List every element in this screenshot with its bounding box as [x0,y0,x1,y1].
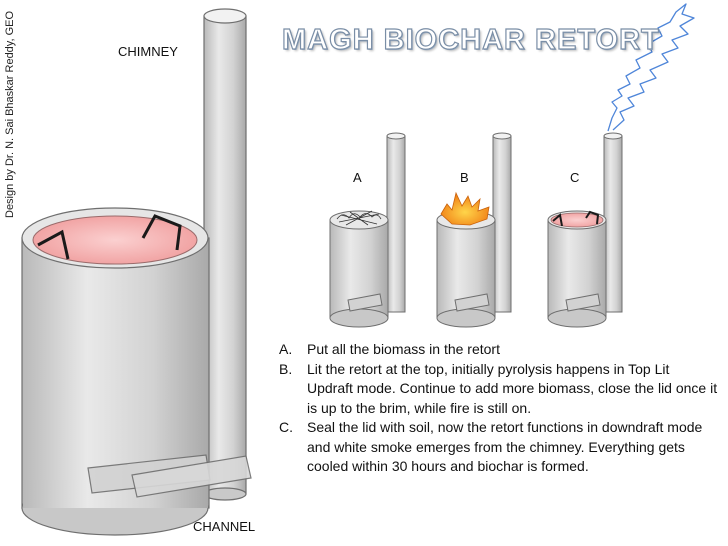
step-marker: C. [279,419,293,435]
stage-b-letter: B [460,170,469,185]
stage-a-retort [329,132,406,328]
lid-handle-left [37,229,70,260]
chimney-label: CHIMNEY [118,44,178,59]
step-item-c: C. Seal the lid with soil, now the retor… [279,418,719,477]
instruction-list: A. Put all the biomass in the retort B. … [279,340,719,477]
step-text: Seal the lid with soil, now the retort f… [307,419,703,474]
page-title: MAGH BIOCHAR RETORT [281,23,660,56]
stage-c-letter: C [570,170,580,185]
step-text: Put all the biomass in the retort [307,341,500,357]
smoke-icon [607,3,695,132]
step-marker: B. [279,360,293,377]
sealed-lid [550,212,604,228]
designer-credit: Design by Dr. N. Sai Bhaskar Reddy, GEO [4,10,16,218]
stage-c-retort [547,3,695,328]
step-item-b: B. Lit the retort at the top, initially … [279,360,719,419]
main-lid [32,215,198,265]
stage-b-retort [436,132,512,328]
biomass-icon [336,210,382,226]
lid-handle-right [141,214,182,251]
main-retort [21,8,252,536]
main-chimney [203,8,247,501]
step-text: Lit the retort at the top, initially pyr… [307,360,718,416]
step-item-a: A. Put all the biomass in the retort [279,340,719,360]
flame-icon [440,191,490,226]
step-marker: A. [279,341,293,357]
stage-a-letter: A [353,170,362,185]
channel-label: CHANNEL [193,519,256,534]
main-channel [87,454,252,498]
